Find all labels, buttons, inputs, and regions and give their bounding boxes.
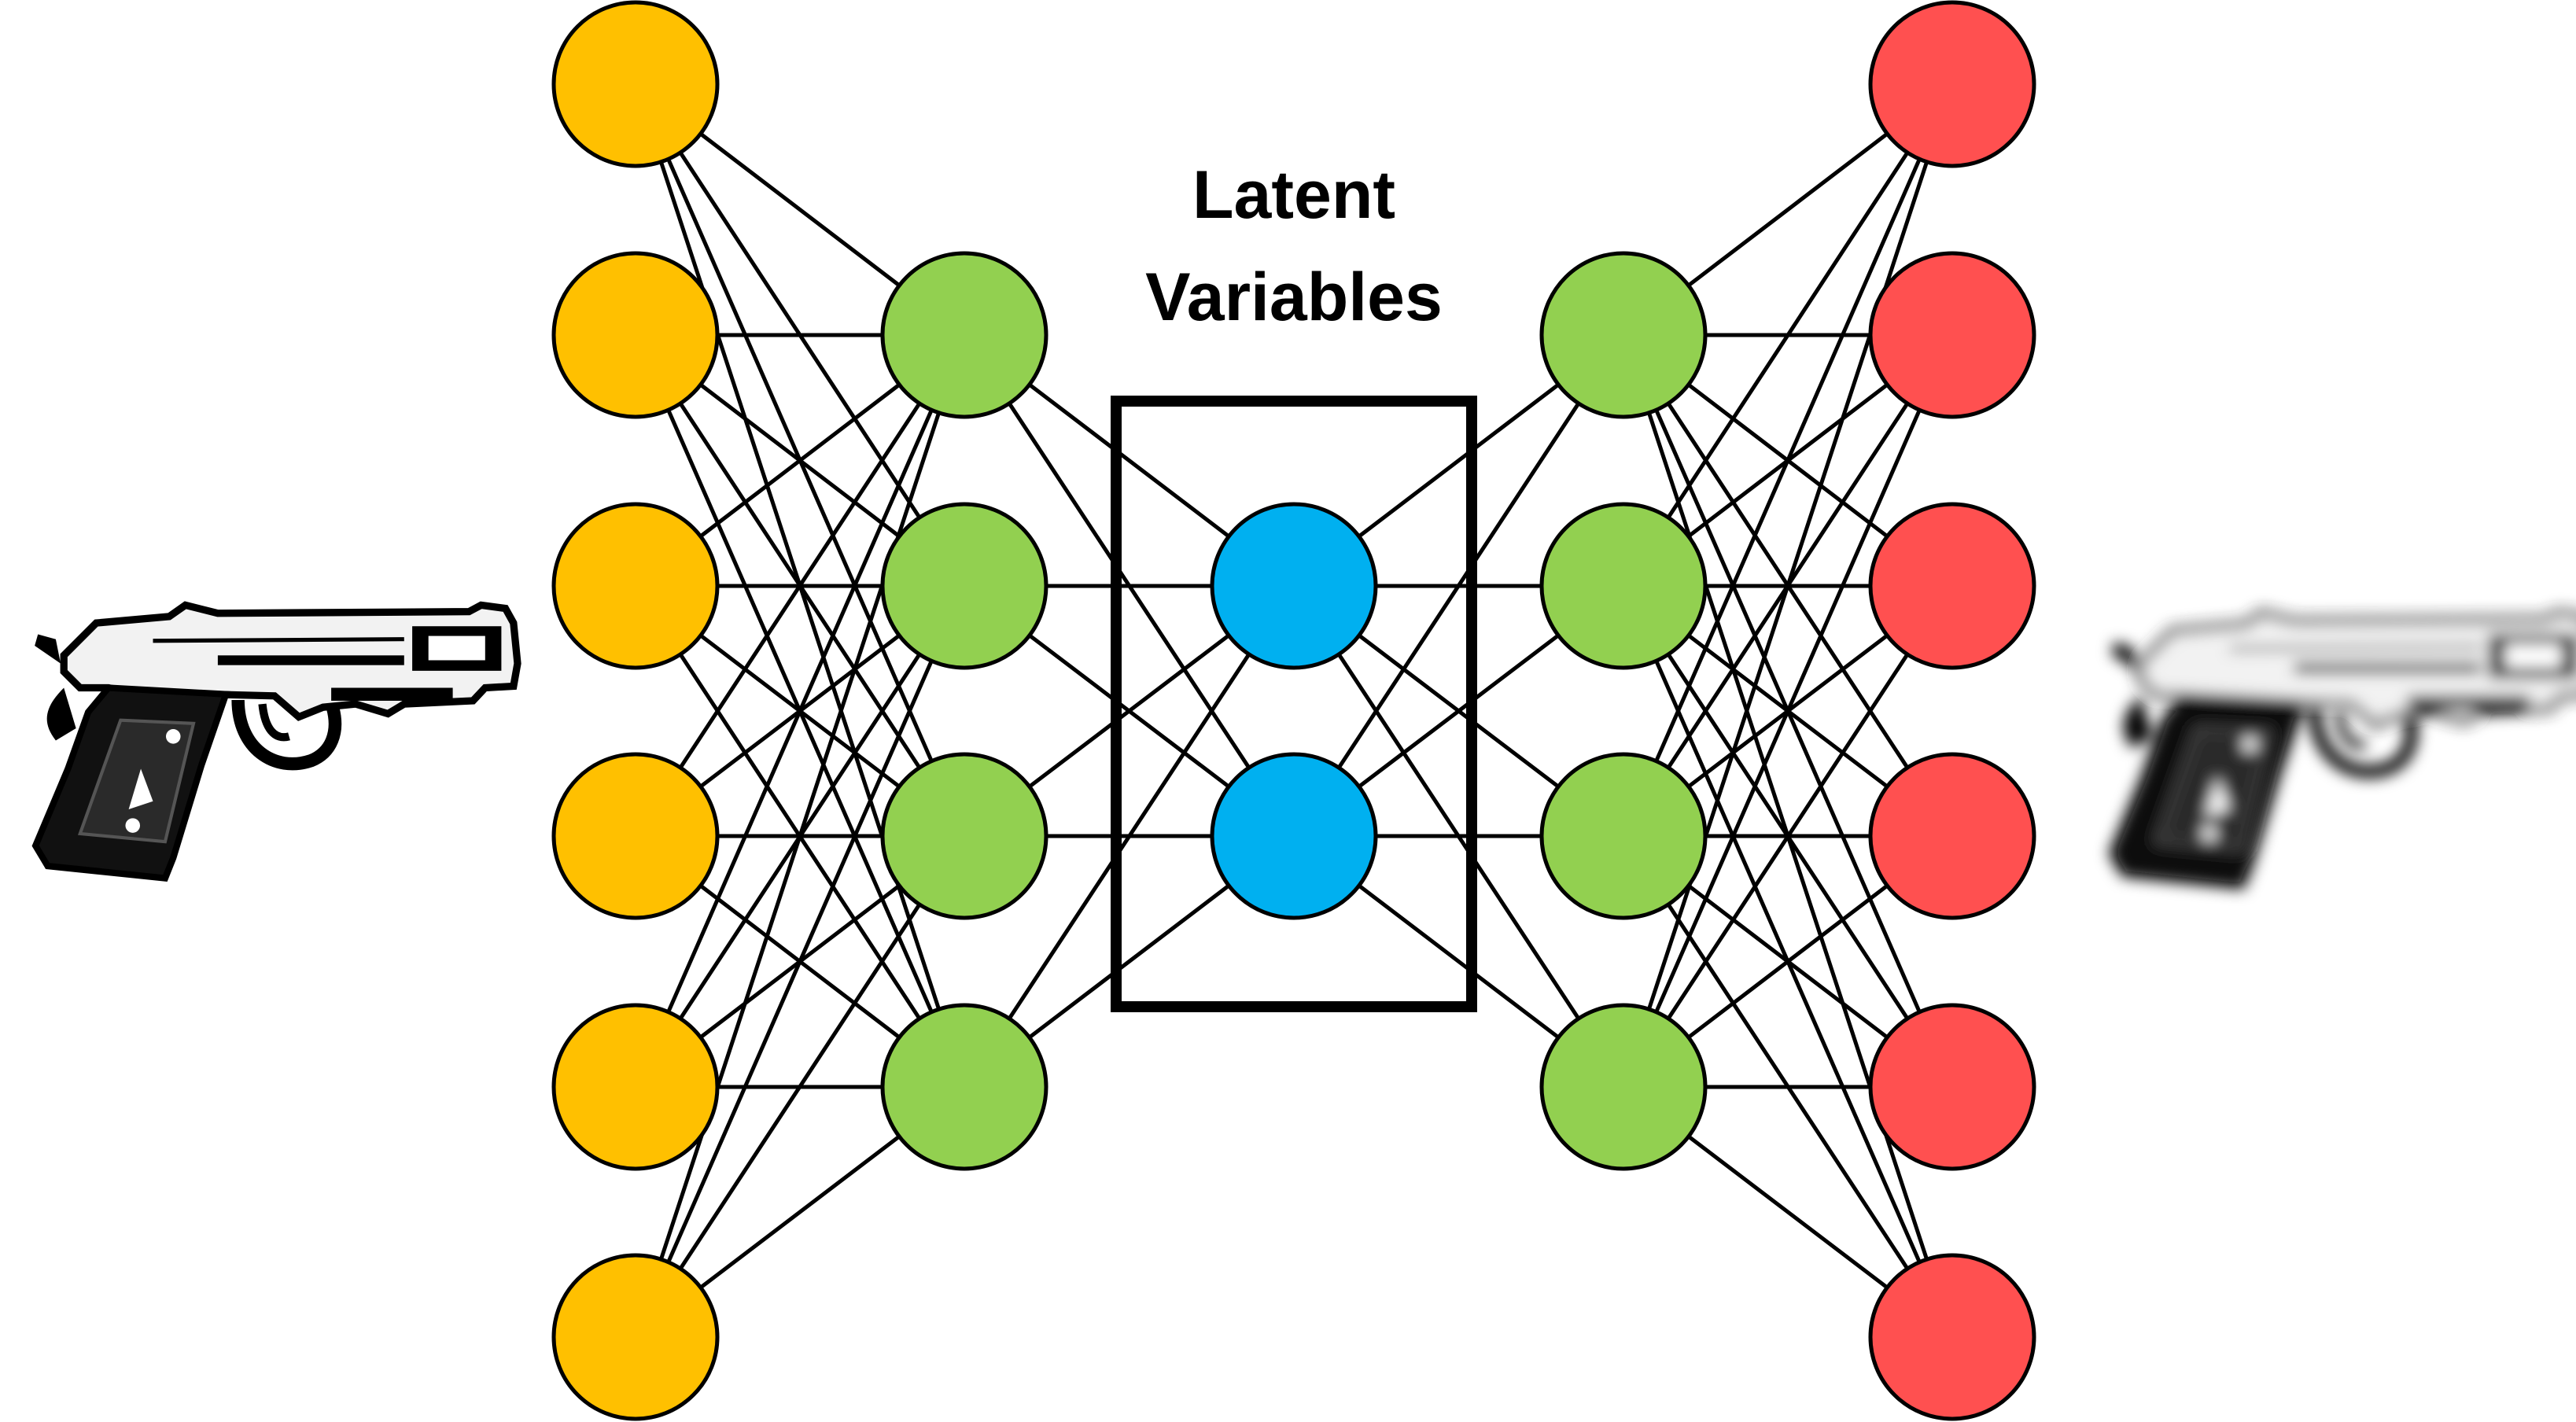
latent-title-line1: Latent [1192,157,1395,233]
connection-line [633,333,967,838]
blurred-pistol-image [2111,613,2576,886]
connection-line [1621,83,1955,588]
encoder-hidden-node [880,251,1048,419]
output-node [1868,752,2036,920]
decoder-hidden-node [1539,251,1708,419]
output-node [1868,1253,2036,1421]
input-node [551,502,720,670]
input-node [551,1253,720,1421]
input-node [551,251,720,419]
output-node [1868,502,2036,670]
decoder-hidden-node [1539,1003,1708,1171]
encoder-hidden-node [880,502,1048,670]
input-node [551,1003,720,1171]
latent-node [1210,502,1378,670]
output-node [1868,251,2036,419]
latent-node [1210,752,1378,920]
decoder-hidden-node [1539,502,1708,670]
decoder-hidden-node [1539,752,1708,920]
connection-line [633,834,967,1339]
connection-line [1621,584,1955,1089]
connection-line [962,584,1296,1089]
encoder-hidden-node [880,752,1048,920]
output-node [1868,0,2036,168]
connection-line [633,333,967,1089]
connection-line [1292,333,1626,838]
connection-line [633,584,967,1339]
pistol-image [35,605,518,878]
connection-line [1621,83,1955,838]
neurons [551,0,2036,1421]
latent-box [1111,396,1477,1012]
connection-line [1621,333,1955,1089]
latent-title-line2: Variables [1145,260,1443,335]
input-node [551,0,720,168]
encoder-hidden-node [880,1003,1048,1171]
connection-line [1621,83,1955,1088]
connection-line [633,334,967,1338]
input-node [551,752,720,920]
output-node [1868,1003,2036,1171]
